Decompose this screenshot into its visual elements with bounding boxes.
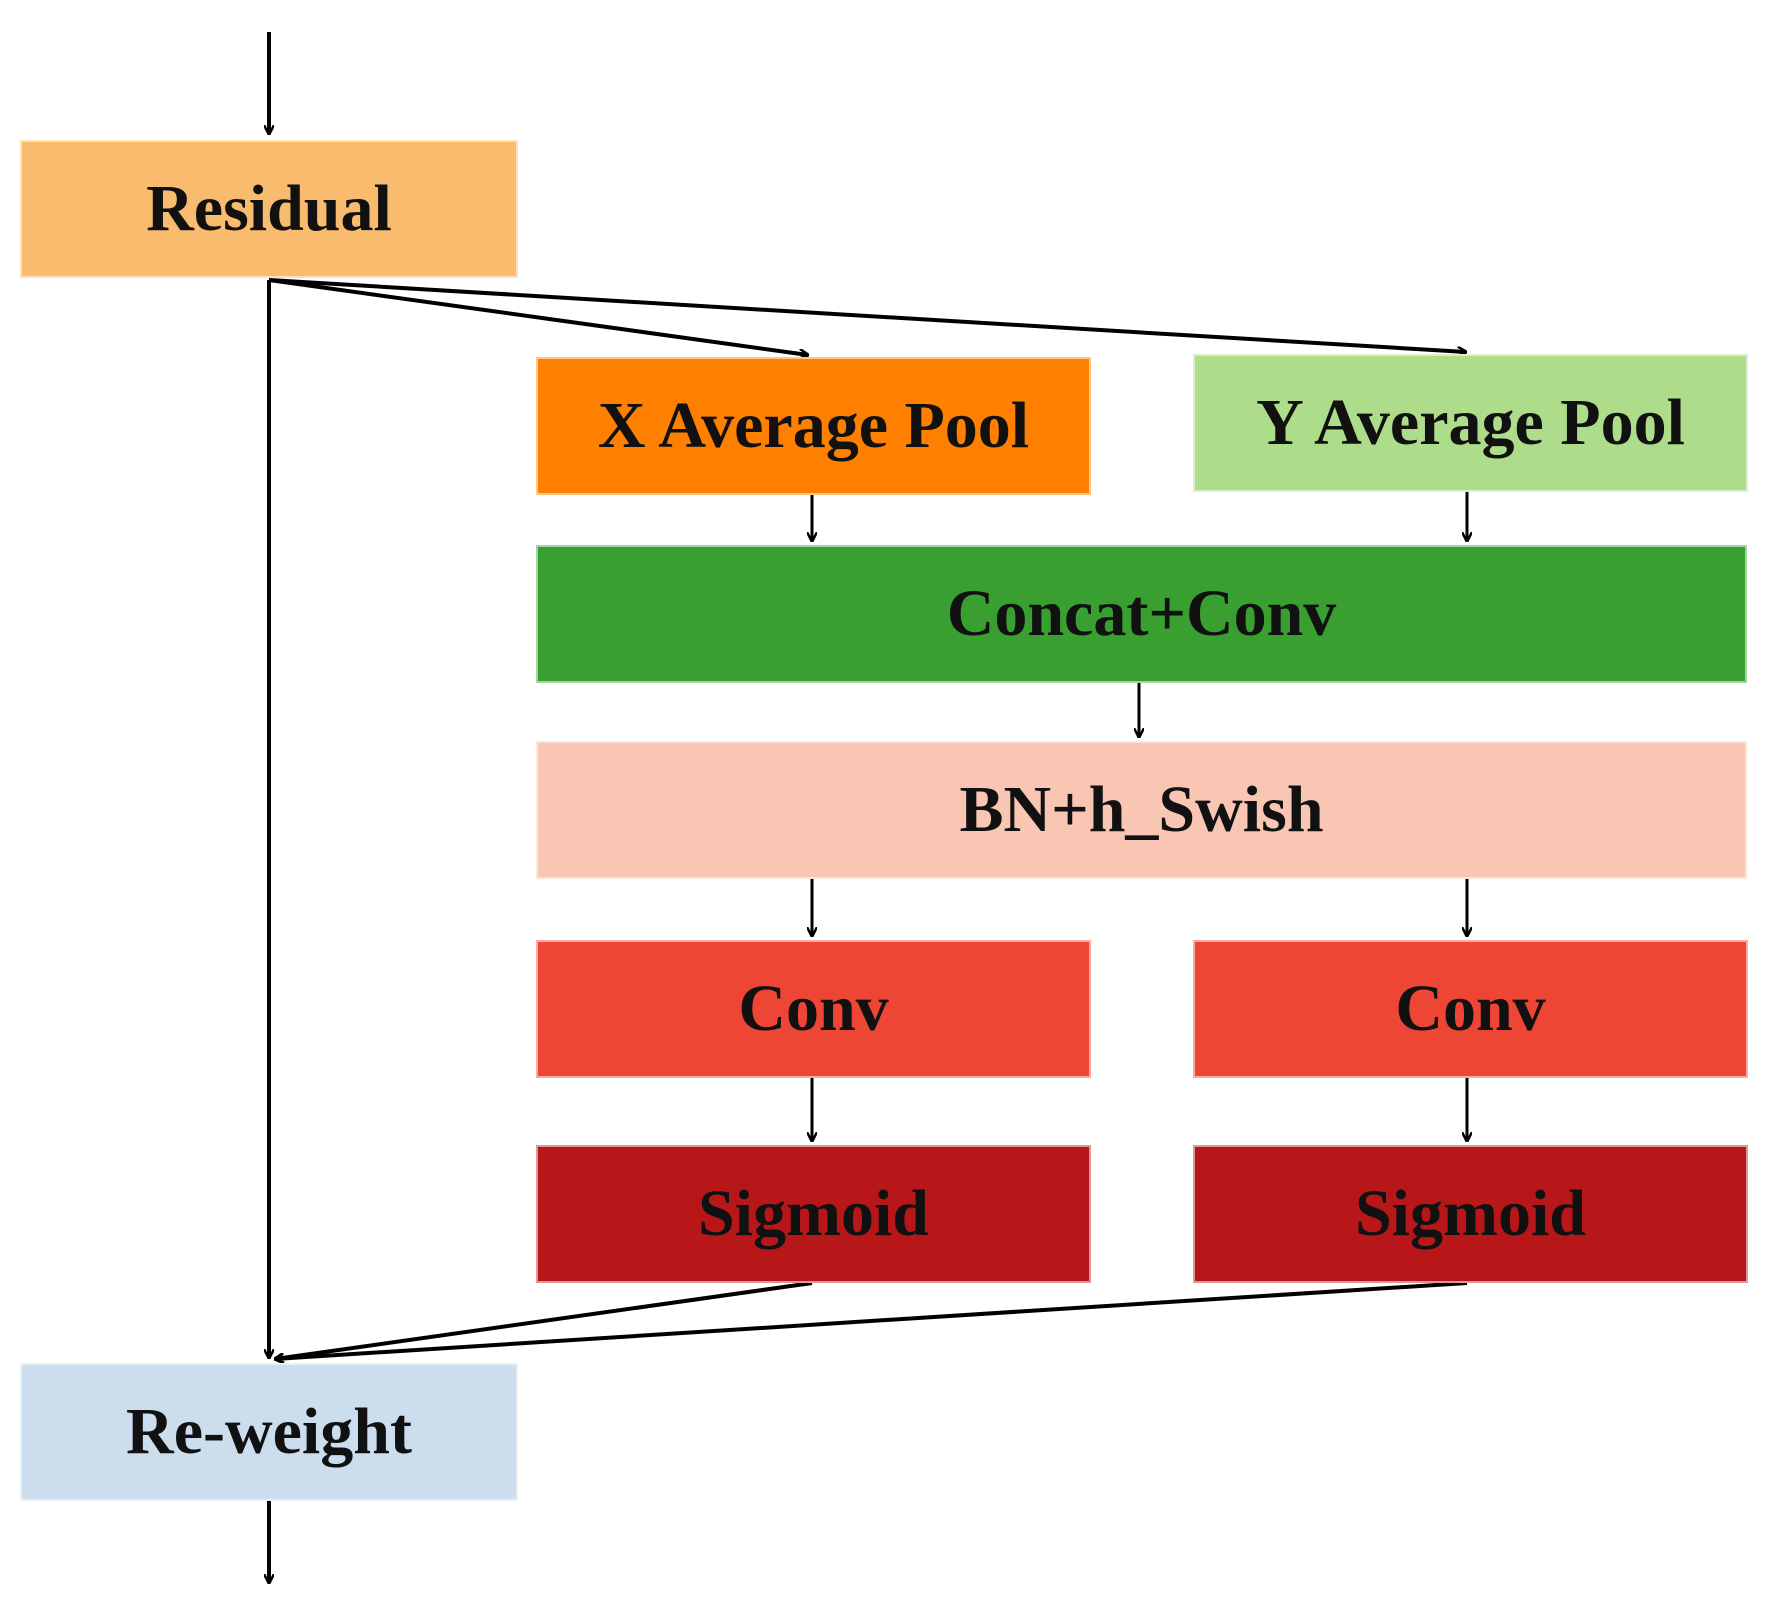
conv-y-block: Conv	[1193, 940, 1748, 1078]
concat-conv-label: Concat+Conv	[946, 577, 1337, 650]
sigmoid-x-block: Sigmoid	[536, 1145, 1091, 1283]
bn-h-swish-block: BN+h_Swish	[536, 741, 1747, 879]
arrow-residual-to-y-pool	[268, 278, 1466, 352]
sigmoid-y-block: Sigmoid	[1193, 1145, 1748, 1283]
x-average-pool-label: X Average Pool	[597, 389, 1030, 462]
x-average-pool-block: X Average Pool	[536, 357, 1091, 495]
concat-conv-block: Concat+Conv	[536, 545, 1747, 683]
conv-y-label: Conv	[1395, 972, 1546, 1045]
arrow-residual-to-x-pool	[268, 278, 808, 355]
reweight-block: Re-weight	[20, 1363, 518, 1501]
y-average-pool-label: Y Average Pool	[1256, 386, 1685, 459]
residual-label: Residual	[146, 172, 392, 245]
residual-block: Residual	[20, 140, 518, 278]
arrow-sigmoid-y-to-reweight	[275, 1281, 1468, 1359]
reweight-label: Re-weight	[126, 1395, 412, 1468]
arrow-sigmoid-x-to-reweight	[275, 1281, 813, 1359]
conv-x-block: Conv	[536, 940, 1091, 1078]
bn-h-swish-label: BN+h_Swish	[959, 773, 1324, 846]
conv-x-label: Conv	[738, 972, 889, 1045]
sigmoid-y-label: Sigmoid	[1354, 1177, 1587, 1250]
y-average-pool-block: Y Average Pool	[1193, 354, 1748, 492]
sigmoid-x-label: Sigmoid	[697, 1177, 930, 1250]
